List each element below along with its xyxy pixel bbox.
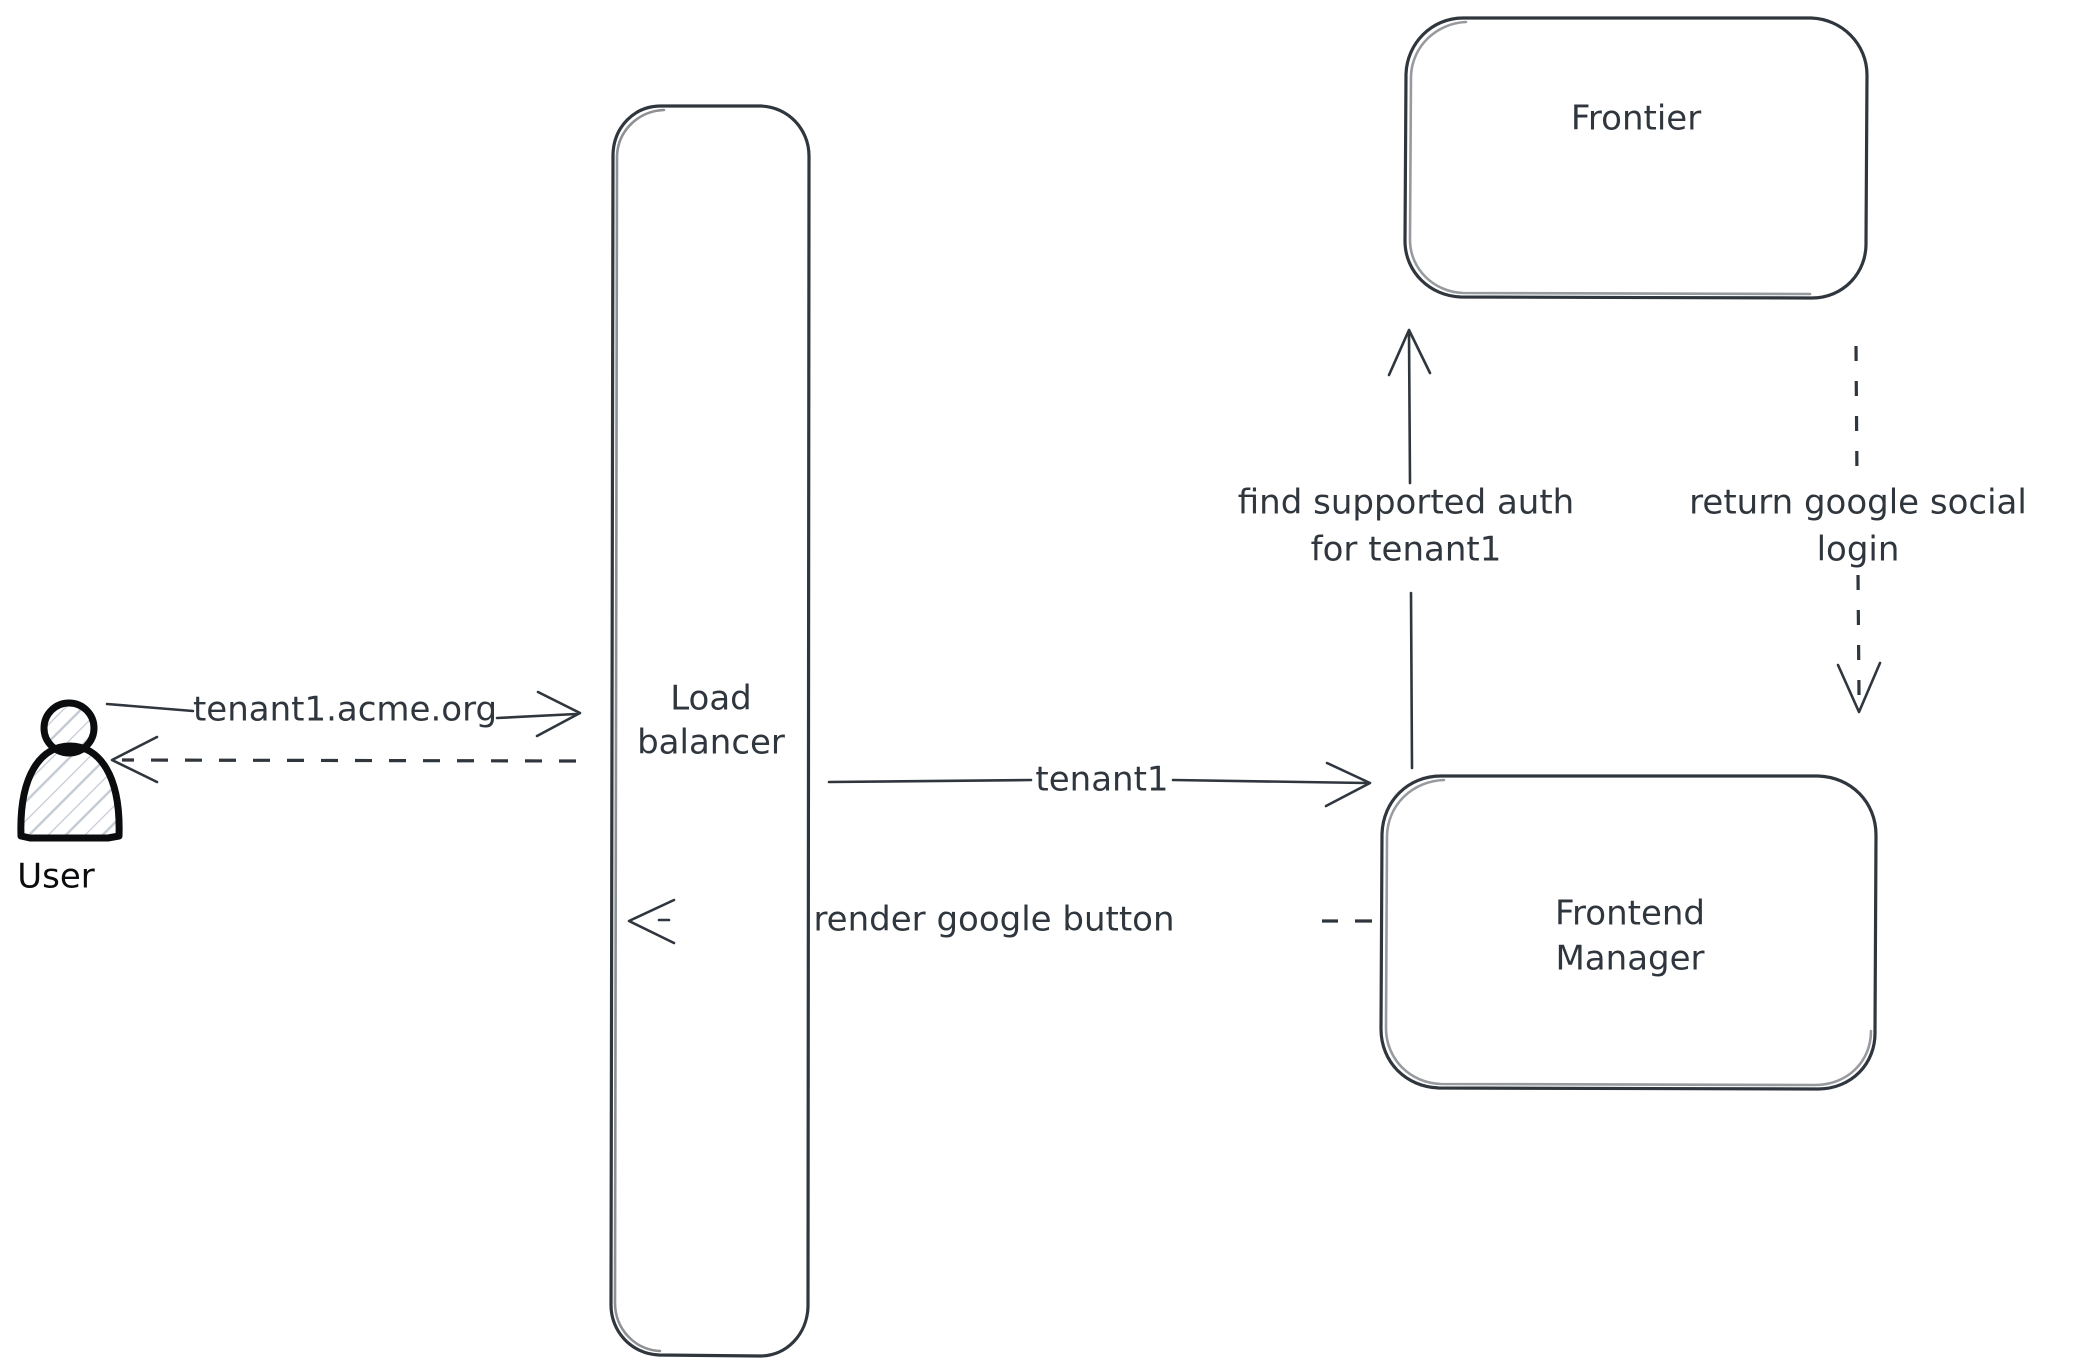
node-load-balancer[interactable]: Load balancer (609, 104, 811, 1358)
edge-frontier-to-fm-arrowhead (1836, 661, 1882, 714)
node-frontend-manager[interactable]: Frontend Manager (1379, 774, 1878, 1091)
edge-frontier-to-frontend-manager[interactable]: return google social login (1689, 345, 2027, 714)
edge-fm-to-frontier-label-line1: find supported auth (1238, 483, 1574, 523)
edge-user-to-load-balancer[interactable]: tenant1.acme.org (105, 690, 582, 738)
edge-frontend-manager-to-load-balancer[interactable]: render google button (627, 898, 1372, 945)
edge-fm-to-frontier-arrowhead (1387, 328, 1432, 377)
load-balancer-label-line1: Load (670, 679, 752, 719)
user-body-fill (21, 748, 119, 835)
edge-fm-to-lb-label: render google button (813, 900, 1174, 940)
frontend-manager-label-line2: Manager (1555, 939, 1704, 979)
user-label: User (17, 857, 95, 897)
frontier-shape (1403, 16, 1869, 300)
frontier-label: Frontier (1571, 99, 1701, 139)
edge-lb-to-fm-line-left (827, 778, 1033, 784)
actor-user[interactable]: User (17, 699, 123, 897)
edge-fm-to-frontier-line-lower (1409, 591, 1414, 770)
load-balancer-shape (609, 104, 811, 1358)
user-body-icon (17, 742, 123, 842)
node-frontier[interactable]: Frontier (1403, 16, 1869, 300)
load-balancer-label-line2: balancer (637, 723, 785, 763)
edge-fm-to-lb-arrowhead (627, 898, 676, 945)
edge-load-balancer-to-frontend-manager[interactable]: tenant1 (827, 760, 1372, 808)
edge-lb-to-user-arrowhead (110, 735, 159, 784)
frontend-manager-shape (1379, 774, 1878, 1091)
load-balancer-shape-overstroke (613, 108, 666, 1353)
edge-frontier-to-fm-line-lower (1856, 574, 1861, 696)
frontend-manager-shape-overstroke (1384, 778, 1873, 1087)
edge-user-to-lb-arrowhead (535, 690, 582, 738)
edge-frontend-manager-to-frontier[interactable]: find supported auth for tenant1 (1238, 328, 1574, 770)
edge-fm-to-frontier-label-line2: for tenant1 (1311, 530, 1502, 570)
edge-frontier-to-fm-label-line1: return google social (1689, 483, 2027, 523)
user-head-fill (44, 703, 94, 753)
edge-user-to-lb-line-left (105, 702, 195, 713)
edge-lb-to-user-line (121, 758, 577, 763)
edge-lb-to-fm-line-right (1171, 778, 1368, 785)
edge-load-balancer-to-user[interactable] (110, 735, 577, 784)
edge-user-to-lb-line-right (495, 712, 578, 720)
edge-fm-to-frontier-line-upper (1407, 331, 1412, 485)
edge-lb-to-fm-label: tenant1 (1035, 760, 1168, 800)
edge-lb-to-fm-arrowhead (1324, 761, 1372, 808)
user-head-icon (40, 699, 98, 757)
frontier-shape-overstroke (1408, 20, 1812, 296)
edge-frontier-to-fm-line-upper (1854, 345, 1859, 481)
edge-frontier-to-fm-label-line2: login (1817, 530, 1900, 570)
frontend-manager-label-line1: Frontend (1555, 894, 1705, 934)
edge-user-to-lb-label: tenant1.acme.org (193, 690, 497, 730)
